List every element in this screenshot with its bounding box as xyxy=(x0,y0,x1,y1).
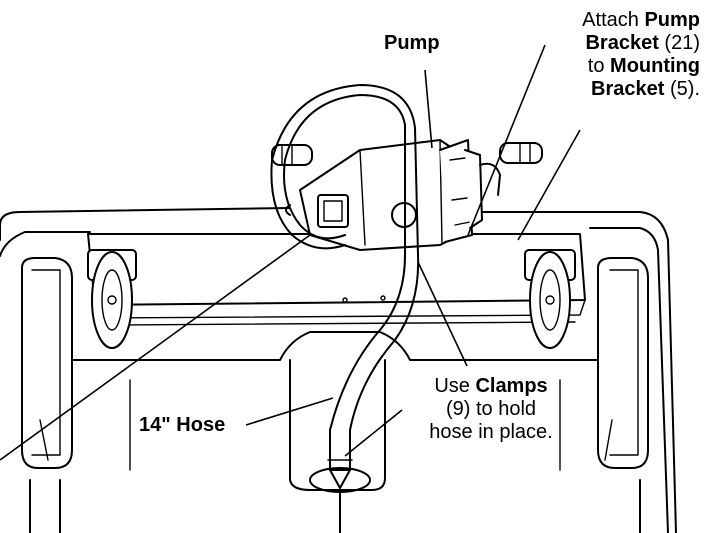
pump-leader xyxy=(424,69,433,149)
hose-label: 14" Hose xyxy=(139,414,226,436)
attach-line-4: Bracket (5). xyxy=(591,78,700,100)
left-caster-wheel xyxy=(87,249,137,349)
mounting-bracket-leader xyxy=(517,129,581,241)
clamps-line-3: hose in place. xyxy=(429,421,553,443)
attach-bracket-label: Attach Pump Bracket (21) to Mounting Bra… xyxy=(520,9,700,101)
leader-lines xyxy=(0,44,581,461)
clamp-lower-leader xyxy=(344,409,403,457)
pump-bracket-leader xyxy=(467,44,546,236)
left-edge-leader xyxy=(0,234,311,461)
attach-line-1: Attach Pump xyxy=(582,9,700,31)
pump-motor xyxy=(285,139,501,251)
right-caster-wheel xyxy=(524,249,576,349)
pump-label: Pump xyxy=(384,32,440,54)
clamps-line-1: Use Clamps xyxy=(434,375,548,397)
clamp-upper-leader xyxy=(417,261,468,367)
clamps-line-2: (9) to hold xyxy=(445,398,537,420)
attach-line-2: Bracket (21) xyxy=(585,32,700,54)
attach-line-3: to Mounting xyxy=(587,55,700,77)
handle-bar xyxy=(271,142,543,166)
cart-body xyxy=(0,207,677,533)
hose-leader xyxy=(245,397,334,426)
hose xyxy=(270,84,420,489)
clamps-label: Use Clamps (9) to hold hose in place. xyxy=(396,375,586,444)
